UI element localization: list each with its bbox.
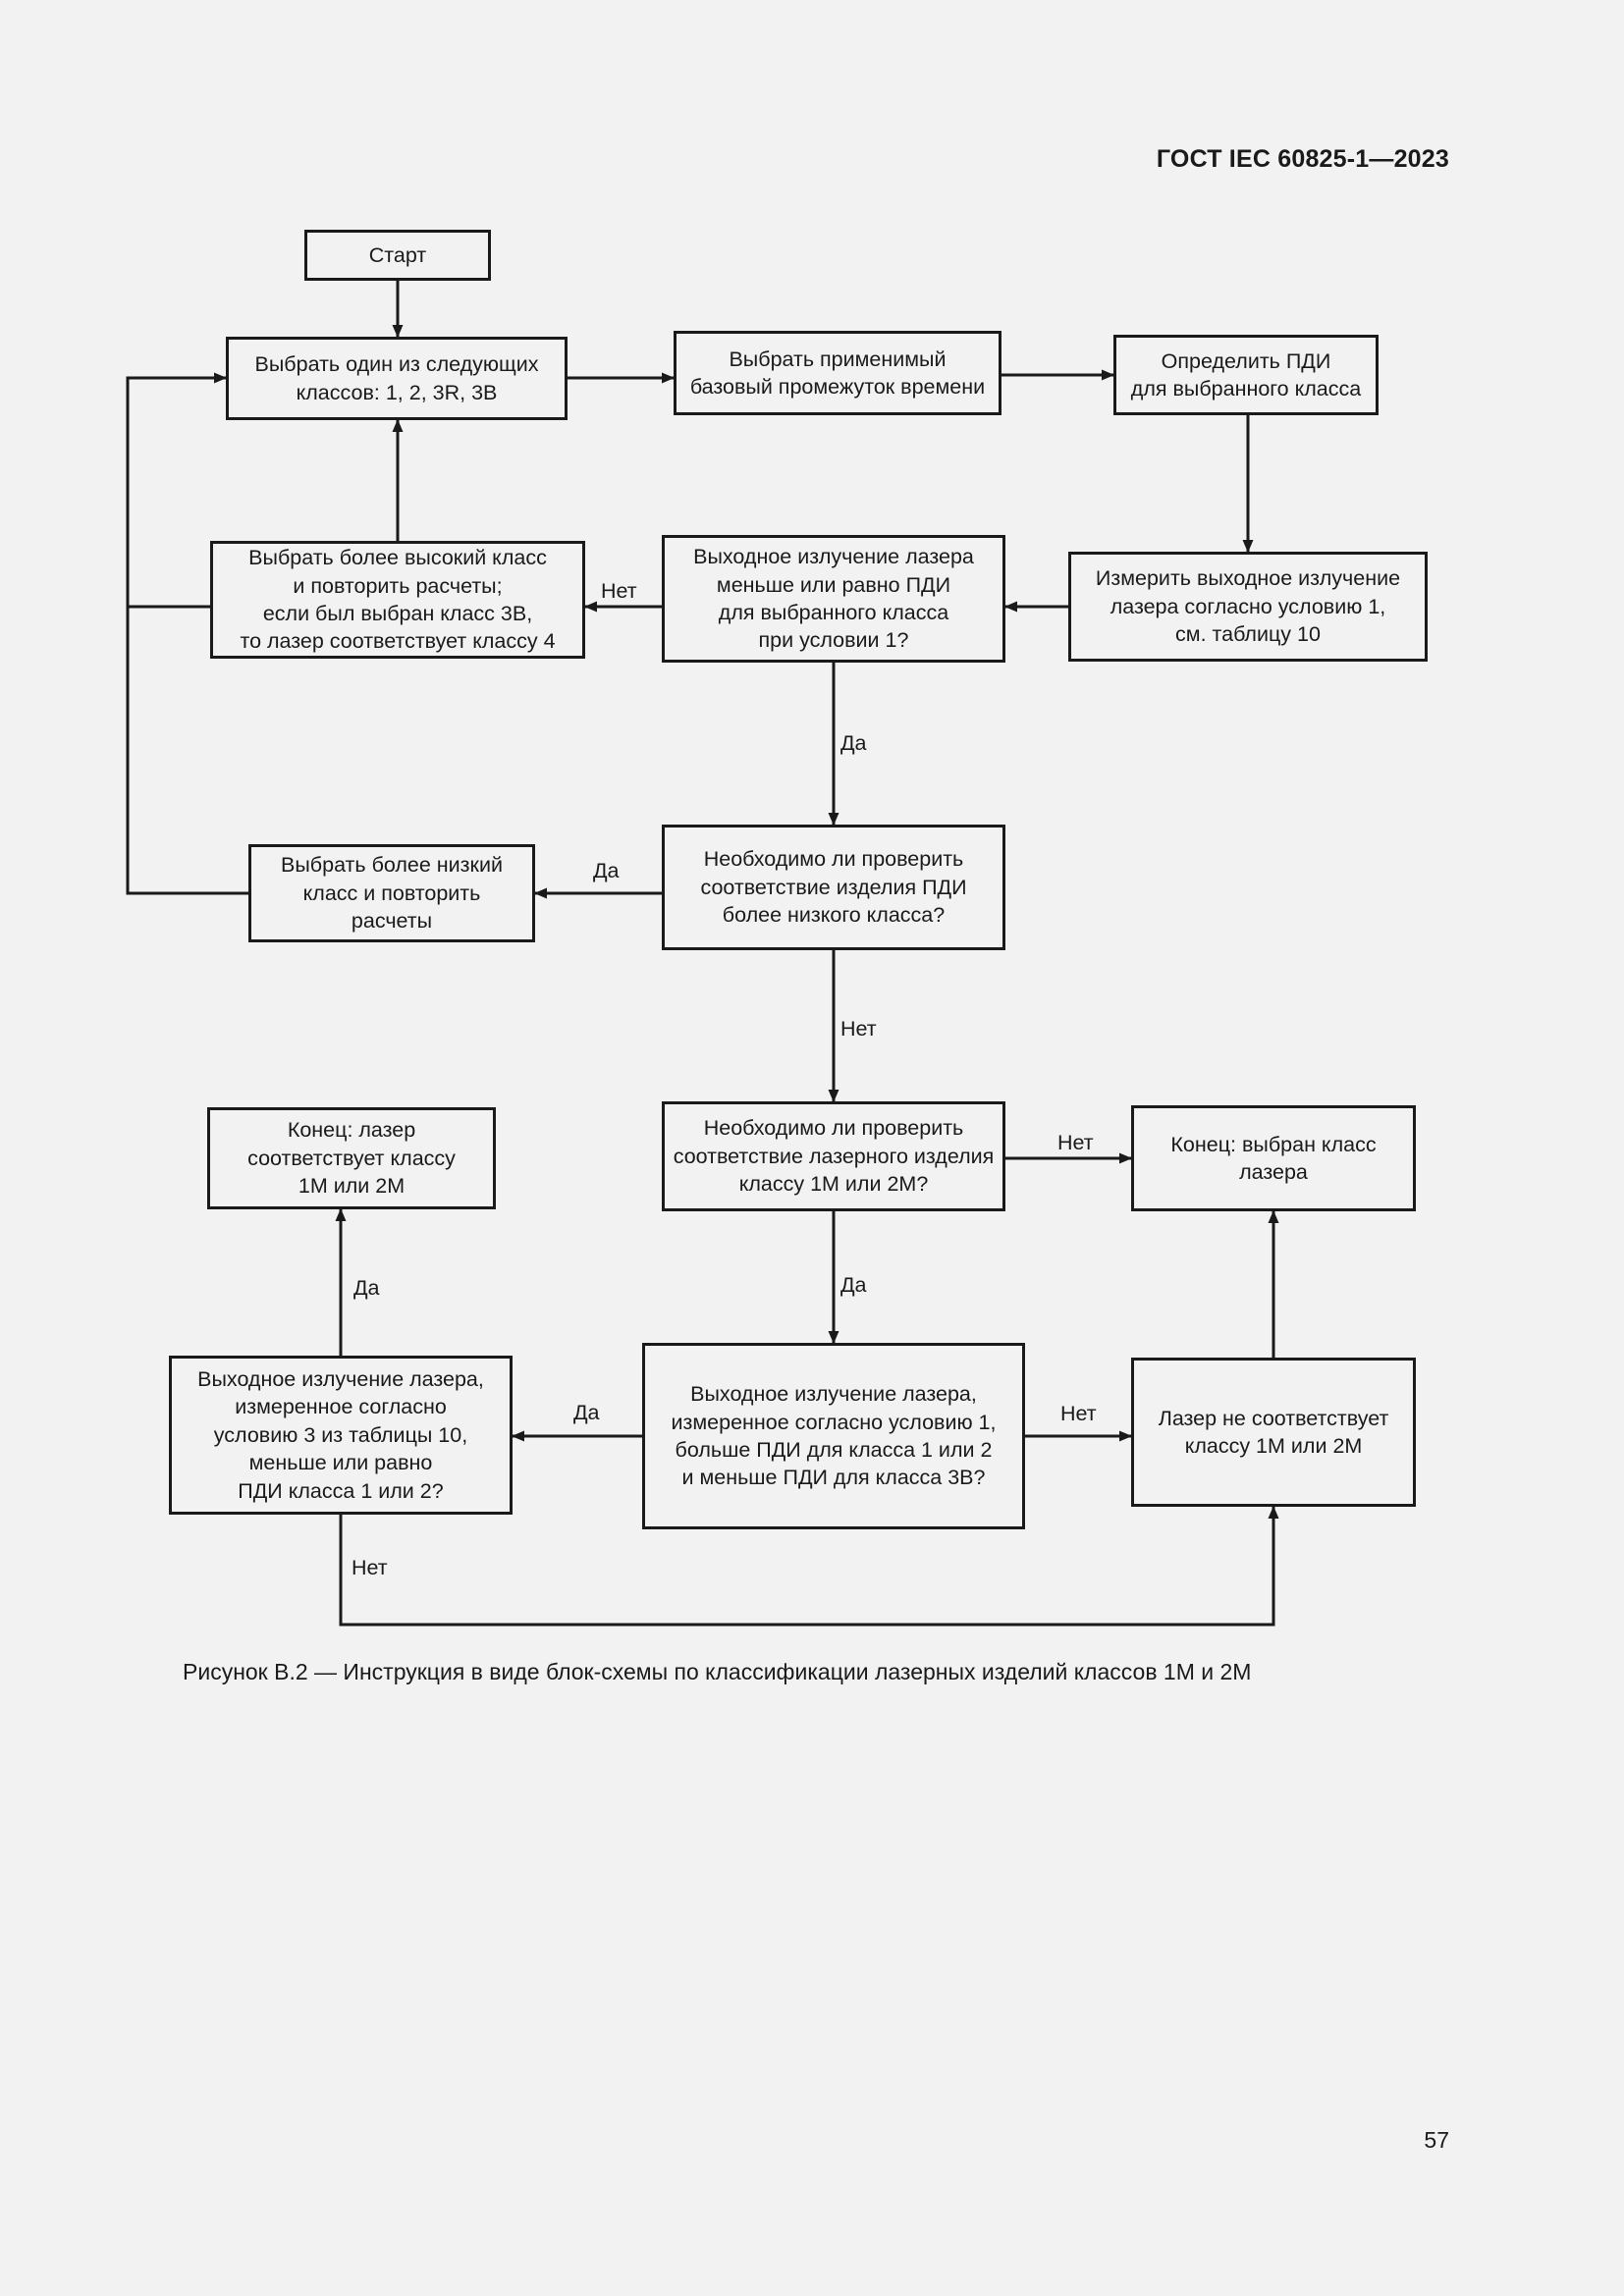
edge-label-no-between-mpe: Нет xyxy=(1060,1402,1097,1425)
page-number: 57 xyxy=(1424,2127,1449,2153)
node-decision-between-mpe-label: Выходное излучение лазера, измеренное со… xyxy=(671,1382,997,1490)
node-decision-lower-mpe-label: Необходимо ли проверить соответствие изд… xyxy=(700,847,967,928)
node-lower-class-label: Выбрать более низкий класс и повторить р… xyxy=(281,853,503,934)
node-end-class-1m-2m[interactable]: Конец: лазер соответствует классу 1М или… xyxy=(207,1107,496,1209)
node-determine-mpe-label: Определить ПДИ для выбранного класса xyxy=(1130,348,1362,400)
node-end-class-selected[interactable]: Конец: выбран класс лазера xyxy=(1131,1105,1416,1211)
node-start[interactable]: Старт xyxy=(304,230,491,281)
node-decision-condition-3[interactable]: Выходное излучение лазера, измеренное со… xyxy=(169,1356,513,1515)
edge-label-no-condition-3: Нет xyxy=(352,1556,388,1579)
flowchart-connectors xyxy=(126,281,1279,1627)
node-start-label: Старт xyxy=(368,242,427,267)
node-determine-mpe[interactable]: Определить ПДИ для выбранного класса xyxy=(1113,335,1379,415)
edge-label-no-need-1m-2m: Нет xyxy=(1057,1131,1094,1154)
node-decision-need-1m-2m-label: Необходимо ли проверить соответствие лаз… xyxy=(673,1116,995,1197)
node-decision-need-1m-2m[interactable]: Необходимо ли проверить соответствие лаз… xyxy=(662,1101,1005,1211)
node-decision-between-mpe[interactable]: Выходное излучение лазера, измеренное со… xyxy=(642,1343,1025,1529)
edge-label-no-condition-1: Нет xyxy=(601,579,637,603)
edge-label-yes-condition-3: Да xyxy=(353,1276,380,1300)
node-higher-class[interactable]: Выбрать более высокий класс и повторить … xyxy=(210,541,585,659)
node-lower-class[interactable]: Выбрать более низкий класс и повторить р… xyxy=(248,844,535,942)
node-end-class-selected-label: Конец: выбран класс лазера xyxy=(1170,1132,1377,1184)
node-base-time[interactable]: Выбрать применимый базовый промежуток вр… xyxy=(674,331,1001,415)
node-end-class-1m-2m-label: Конец: лазер соответствует классу 1М или… xyxy=(247,1118,456,1199)
node-base-time-label: Выбрать применимый базовый промежуток вр… xyxy=(689,347,986,399)
node-measure-condition-1-label: Измерить выходное излучение лазера согла… xyxy=(1095,566,1401,647)
node-decision-condition-3-label: Выходное излучение лазера, измеренное со… xyxy=(197,1367,484,1503)
node-higher-class-label: Выбрать более высокий класс и повторить … xyxy=(240,546,556,654)
node-select-class-label: Выбрать один из следующих классов: 1, 2,… xyxy=(254,352,539,404)
edge-label-yes-lower-mpe: Да xyxy=(593,859,620,882)
node-decision-condition-1-label: Выходное излучение лазера меньше или рав… xyxy=(693,545,974,653)
node-decision-condition-1[interactable]: Выходное излучение лазера меньше или рав… xyxy=(662,535,1005,663)
figure-caption: Рисунок В.2 — Инструкция в виде блок-схе… xyxy=(183,1659,1252,1684)
flowchart: Старт Выбрать один из следующих классов:… xyxy=(126,230,1428,1627)
node-measure-condition-1[interactable]: Измерить выходное излучение лазера согла… xyxy=(1068,552,1428,662)
node-not-class-1m-2m-label: Лазер не соответствует классу 1М или 2М xyxy=(1158,1406,1389,1458)
node-not-class-1m-2m[interactable]: Лазер не соответствует классу 1М или 2М xyxy=(1131,1358,1416,1507)
edge-label-no-lower-mpe: Нет xyxy=(840,1017,877,1041)
node-select-class[interactable]: Выбрать один из следующих классов: 1, 2,… xyxy=(226,337,568,420)
edge-label-yes-need-1m-2m: Да xyxy=(840,1273,867,1297)
edge-label-yes-between-mpe: Да xyxy=(573,1401,600,1424)
document-header: ГОСТ IEC 60825-1—2023 xyxy=(1156,145,1449,173)
node-decision-lower-mpe[interactable]: Необходимо ли проверить соответствие изд… xyxy=(662,825,1005,950)
edge-label-yes-condition-1: Да xyxy=(840,731,867,755)
